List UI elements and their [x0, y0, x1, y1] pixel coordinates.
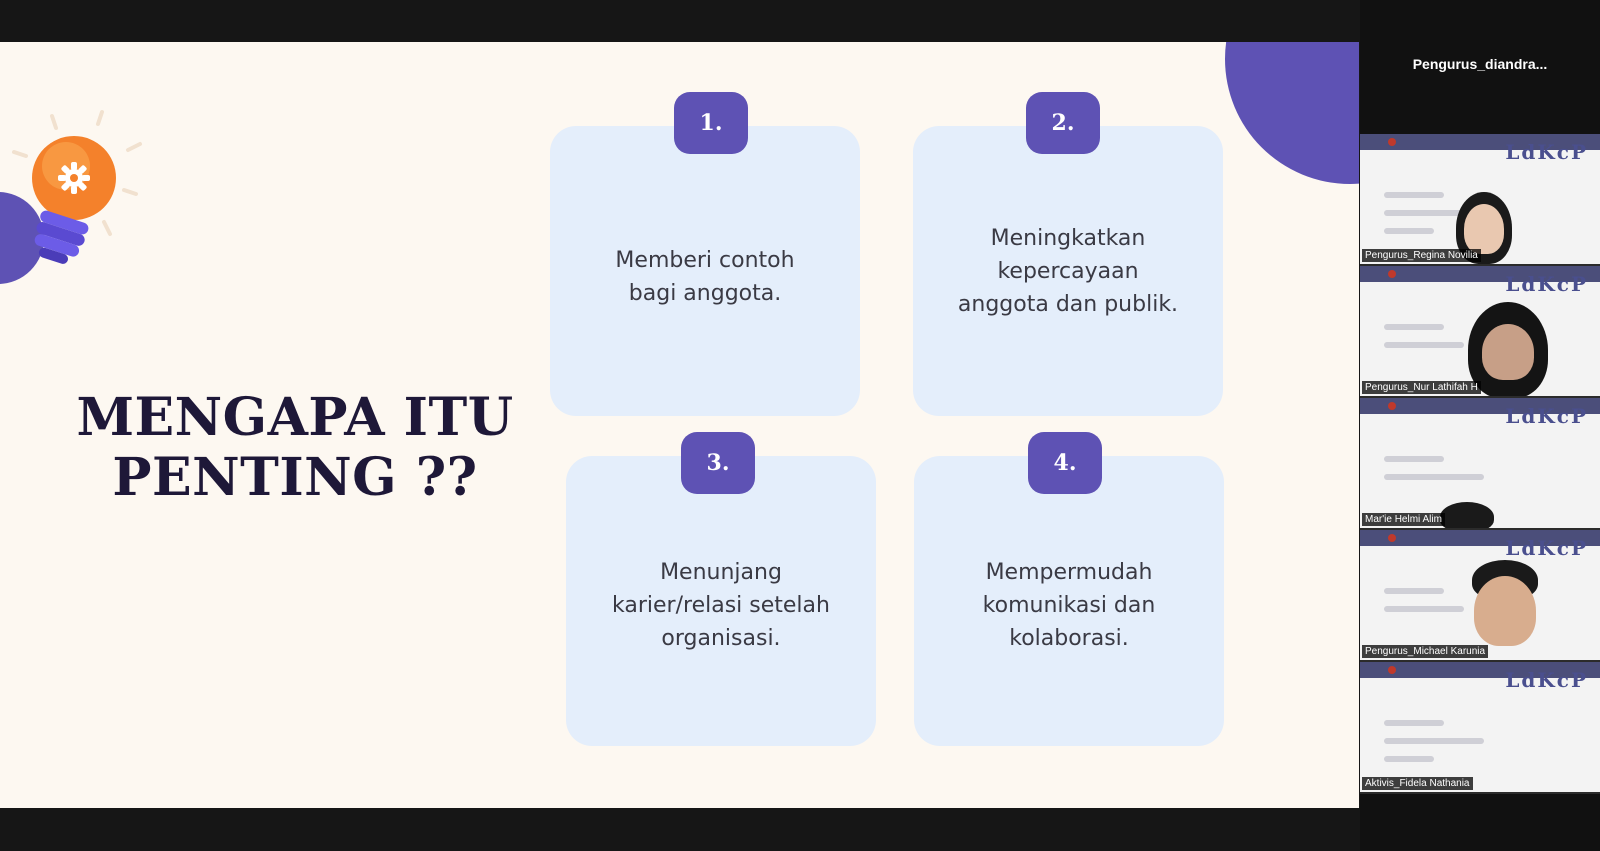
card-text: Meningkatkan kepercayaan anggota dan pub… — [913, 222, 1223, 321]
recording-icon — [1388, 138, 1396, 146]
card-line: bagi anggota. — [628, 281, 782, 306]
participant-face — [1482, 324, 1534, 380]
tile-banner — [1360, 530, 1600, 546]
card-line: organisasi. — [661, 626, 781, 651]
slide-title-line2: PENTING ?? — [112, 447, 478, 508]
presentation-area: MENGAPA ITU PENTING ?? Memberi contoh ba… — [0, 42, 1359, 808]
tile-bar — [1384, 210, 1464, 216]
card-line: Memberi contoh — [615, 248, 795, 273]
slide-title-line1: MENGAPA ITU — [76, 387, 514, 448]
participant-tile[interactable]: LdKcP Pengurus_Michael Karunia — [1360, 530, 1600, 662]
participant-face — [1464, 204, 1504, 254]
tile-bar — [1384, 228, 1434, 234]
tile-bar — [1384, 738, 1484, 744]
card-line: komunikasi dan — [982, 593, 1156, 618]
card-text: Mempermudah komunikasi dan kolaborasi. — [914, 556, 1224, 655]
reason-card-3: Menunjang karier/relasi setelah organisa… — [566, 456, 876, 746]
tile-banner — [1360, 134, 1600, 150]
participant-tile[interactable]: LdKcP Aktivis_Fidela Nathania — [1360, 662, 1600, 794]
tile-logo: LdKcP — [1505, 668, 1588, 692]
tile-bar — [1384, 474, 1484, 480]
participant-name: Pengurus_Nur Lathifah H — [1362, 381, 1481, 394]
participant-name: Aktivis_Fidela Nathania — [1362, 777, 1473, 790]
lightbulb-icon — [12, 110, 142, 264]
card-number-1: 1. — [674, 92, 748, 154]
active-speaker-name: Pengurus_diandra... — [1412, 56, 1548, 72]
tile-bar — [1384, 324, 1444, 330]
slide: MENGAPA ITU PENTING ?? Memberi contoh ba… — [0, 42, 1359, 808]
tile-bar — [1384, 606, 1464, 612]
recording-icon — [1388, 402, 1396, 410]
recording-icon — [1388, 534, 1396, 542]
card-line: karier/relasi setelah — [612, 593, 830, 618]
card-line: kolaborasi. — [1009, 626, 1129, 651]
tile-banner — [1360, 398, 1600, 414]
recording-icon — [1388, 666, 1396, 674]
card-text: Menunjang karier/relasi setelah organisa… — [566, 556, 876, 655]
participant-name: Mar'ie Helmi Alim — [1362, 513, 1445, 526]
tile-logo: LdKcP — [1505, 272, 1588, 296]
card-number-4: 4. — [1028, 432, 1102, 494]
participant-tile[interactable]: LdKcP Pengurus_Regina Novilia — [1360, 134, 1600, 266]
card-text: Memberi contoh bagi anggota. — [550, 244, 860, 310]
card-line: kepercayaan — [997, 259, 1139, 284]
participant-tile[interactable]: LdKcP Mar'ie Helmi Alim — [1360, 398, 1600, 530]
tile-banner — [1360, 662, 1600, 678]
tile-logo: LdKcP — [1505, 140, 1588, 164]
tile-logo: LdKcP — [1505, 404, 1588, 428]
tile-banner — [1360, 266, 1600, 282]
tile-logo: LdKcP — [1505, 536, 1588, 560]
participants-panel: Pengurus_diandra... LdKcP Pengurus_Regin… — [1360, 0, 1600, 851]
card-line: Meningkatkan — [990, 226, 1146, 251]
reason-card-2: Meningkatkan kepercayaan anggota dan pub… — [913, 126, 1223, 416]
tile-bar — [1384, 456, 1444, 462]
participant-name: Pengurus_Michael Karunia — [1362, 645, 1489, 658]
tile-bar — [1384, 342, 1464, 348]
card-number-2: 2. — [1026, 92, 1100, 154]
reason-card-1: Memberi contoh bagi anggota. — [550, 126, 860, 416]
recording-icon — [1388, 270, 1396, 278]
reason-card-4: Mempermudah komunikasi dan kolaborasi. — [914, 456, 1224, 746]
card-line: Mempermudah — [985, 560, 1153, 585]
card-line: Menunjang — [660, 560, 782, 585]
participant-tile[interactable]: LdKcP Pengurus_Nur Lathifah H — [1360, 266, 1600, 398]
tile-bar — [1384, 192, 1444, 198]
decorative-circle — [1225, 42, 1359, 184]
participant-avatar — [1440, 502, 1494, 528]
participant-name: Pengurus_Regina Novilia — [1362, 249, 1481, 262]
participant-face — [1474, 576, 1536, 646]
tile-bar — [1384, 588, 1444, 594]
slide-title: MENGAPA ITU PENTING ?? — [60, 388, 530, 508]
tile-bar — [1384, 756, 1434, 762]
card-number-3: 3. — [681, 432, 755, 494]
card-line: anggota dan publik. — [957, 292, 1179, 317]
tile-bar — [1384, 720, 1444, 726]
